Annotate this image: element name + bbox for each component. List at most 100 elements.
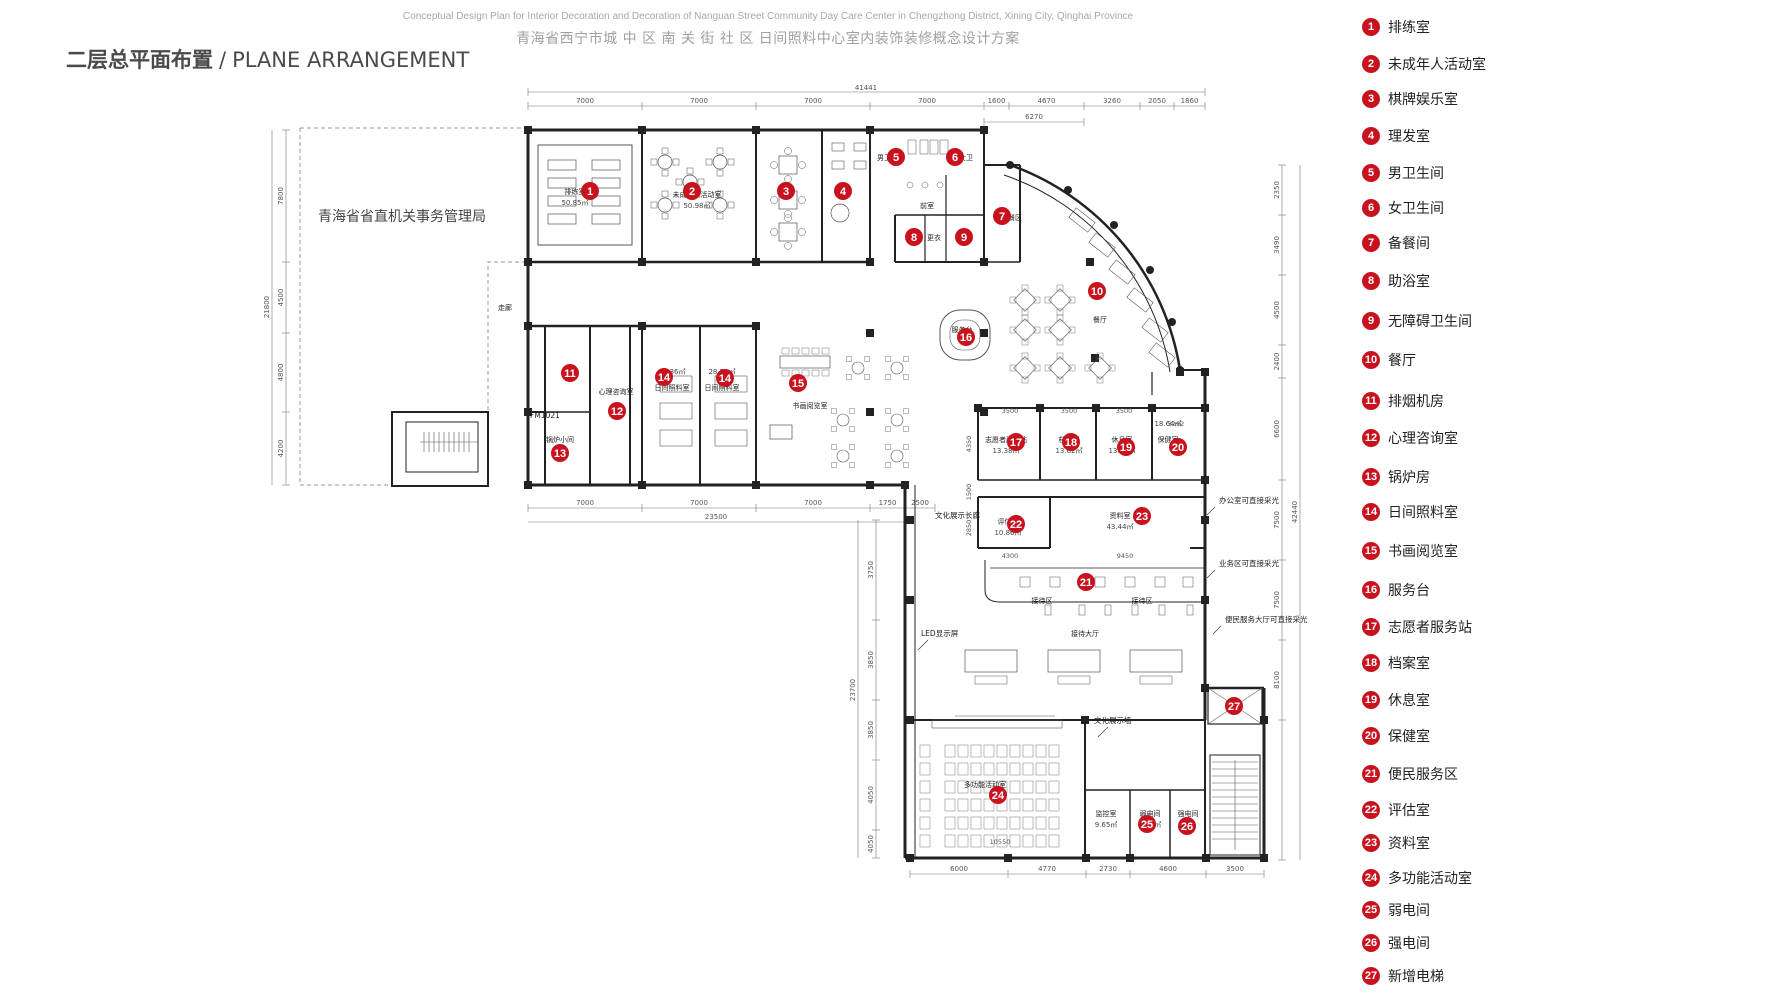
- dimension-text: 6000: [950, 865, 968, 873]
- room-number-marker-dot: [1088, 282, 1106, 300]
- chair: [885, 356, 891, 362]
- chair: [885, 408, 891, 414]
- stairwell-left-inner: [405, 421, 479, 473]
- plan-annotation: LED显示屏: [921, 629, 959, 638]
- auditorium-seat: [919, 816, 931, 830]
- chair: [1021, 376, 1029, 384]
- room-number-marker-text: 18: [1065, 437, 1077, 449]
- chair: [661, 169, 669, 177]
- legend-label: 心理咨询室: [1388, 431, 1458, 447]
- lobby-sofa: [1129, 649, 1183, 673]
- stairwell-left: [391, 411, 489, 487]
- counter-station: [1094, 576, 1106, 588]
- legend-label: 助浴室: [1388, 274, 1430, 290]
- auditorium-seat: [1009, 816, 1021, 830]
- room-number-marker-text: 2: [689, 186, 695, 198]
- auditorium-seat: [1035, 816, 1047, 830]
- room-label: 书画阅览室: [793, 401, 828, 410]
- structural-column: [1201, 368, 1209, 376]
- room-number-marker: 26: [1178, 817, 1196, 835]
- annotation-leader: [1206, 506, 1216, 516]
- chair: [672, 201, 680, 209]
- chair: [784, 214, 792, 222]
- chair: [727, 158, 735, 166]
- auditorium-seat: [919, 744, 931, 758]
- facade-column: [1146, 266, 1154, 274]
- auditorium-seat: [1048, 744, 1060, 758]
- room-number-marker-dot: [1117, 438, 1135, 456]
- room-number-marker-dot: [1062, 433, 1080, 451]
- wash-basin: [921, 181, 929, 189]
- chair: [661, 147, 669, 155]
- room-label: 接待区: [1132, 596, 1153, 605]
- room-label: 接待区: [1032, 596, 1053, 605]
- room-number-marker-text: 10: [1091, 286, 1103, 298]
- auditorium-seat: [1048, 834, 1060, 848]
- rehearsal-mat: [591, 213, 621, 225]
- auditorium-seat: [957, 798, 969, 812]
- recliner-bed: [659, 429, 693, 447]
- structural-column: [752, 322, 760, 330]
- room-number-marker-text: 16: [960, 332, 972, 344]
- dimension-text: 4050: [867, 835, 875, 853]
- room-label: 接待大厅: [1071, 629, 1099, 638]
- room-number-marker: 14: [716, 369, 734, 387]
- dimension-text: 3750: [867, 561, 875, 579]
- rehearsal-mat: [591, 159, 621, 171]
- structural-column: [524, 258, 532, 266]
- room-label: 前室: [920, 201, 934, 210]
- legend-number-badge: 1: [1362, 18, 1380, 36]
- room-number-marker: 3: [777, 182, 795, 200]
- room-number-marker-dot: [905, 228, 923, 246]
- chair: [903, 444, 909, 450]
- room-number-marker-dot: [655, 368, 673, 386]
- chair: [801, 369, 810, 377]
- structural-column: [1201, 476, 1209, 484]
- structural-column: [524, 126, 532, 134]
- chair: [1108, 364, 1116, 372]
- chair: [1068, 296, 1076, 304]
- dimension-text: 4600: [1159, 865, 1177, 873]
- counter-station: [1182, 576, 1194, 588]
- legend-number-badge: 23: [1362, 834, 1380, 852]
- booth-table: [1126, 287, 1154, 313]
- structural-column: [524, 408, 532, 416]
- legend-number-badge: 6: [1362, 199, 1380, 217]
- plan-annotation: 文化展示墙: [1094, 715, 1132, 725]
- counter-chair: [1078, 604, 1086, 616]
- dining-table: [1088, 356, 1112, 380]
- chair: [811, 347, 820, 355]
- chair: [903, 356, 909, 362]
- legend-number-badge: 24: [1362, 869, 1380, 887]
- card-table: [778, 222, 798, 242]
- legend-label: 棋牌娱乐室: [1388, 92, 1458, 108]
- legend-number-badge: 3: [1362, 90, 1380, 108]
- room-number-marker-text: 26: [1181, 821, 1193, 833]
- legend-number-badge: 20: [1362, 727, 1380, 745]
- room-label: 锅炉小间: [546, 435, 574, 444]
- auditorium-seat: [1009, 834, 1021, 848]
- structural-column: [906, 516, 914, 524]
- chair: [846, 374, 852, 380]
- barber-chair: [853, 160, 867, 170]
- auditorium-seat: [970, 780, 982, 794]
- room-number-marker-dot: [834, 182, 852, 200]
- legend-number-badge: 22: [1362, 801, 1380, 819]
- booth-table: [1108, 259, 1136, 285]
- recliner-bed: [714, 429, 748, 447]
- room-area: 50.98㎡: [683, 202, 710, 210]
- legend-number-badge: 5: [1362, 164, 1380, 182]
- auditorium-seat: [919, 798, 931, 812]
- room-dimension: 4350: [965, 436, 973, 453]
- structural-column: [980, 126, 988, 134]
- room-number-marker-dot: [1007, 433, 1025, 451]
- stairwell-right: [1209, 754, 1261, 856]
- activity-table: [712, 154, 728, 170]
- service-counter-outline: [984, 560, 1205, 603]
- legend-number-badge: 15: [1362, 542, 1380, 560]
- toilet-stall: [939, 139, 949, 155]
- structural-column: [1126, 854, 1134, 862]
